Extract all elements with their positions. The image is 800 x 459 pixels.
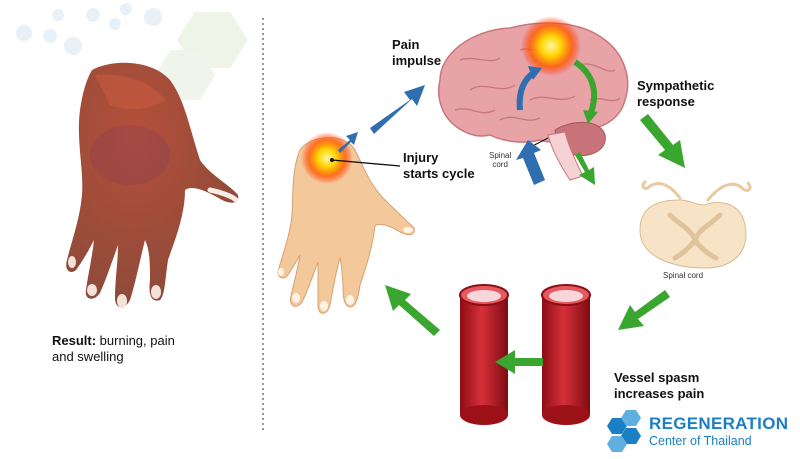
sympathetic-response-label: Sympathetic response [637,78,714,109]
vessel-spasm-label: Vessel spasm increases pain [614,370,704,401]
brain [437,22,629,181]
injury-line2: starts cycle [403,165,475,181]
logo: REGENERATION Center of Thailand [605,412,795,452]
injury-glow [301,132,353,184]
blood-vessels [459,284,591,425]
result-bold-text: Result: [52,333,97,348]
spinal-cord-label: Spinal cord [663,271,704,280]
vessel-line1: Vessel spasm [614,370,700,385]
logo-mark [607,410,641,452]
result-caption: Result: burning, pain and swelling [52,333,175,364]
injury-label: Injury starts cycle [403,150,475,181]
sym-line2: response [637,93,695,109]
result-text-line1: burning, pain [96,333,175,348]
swollen-hand [66,62,239,308]
pain-impulse-label: Pain impulse [392,37,441,68]
injured-hand [277,137,415,314]
logo-line1: REGENERATION [649,414,789,433]
vessel-line2: increases pain [614,385,705,401]
pain-line1: Pain [392,37,420,52]
spinal-small-line1: Spinal [489,151,512,160]
injury-line1: Injury [403,150,439,165]
pain-line2: impulse [392,52,442,68]
sym-line1: Sympathetic [637,78,715,93]
injury-leader-line [331,159,401,167]
spinal-cord-small-label: Spinal cord [489,151,512,170]
result-text-line2: and swelling [52,348,124,364]
spinal-small-line2: cord [492,159,508,169]
blue-arrows [338,66,545,185]
spinal-cord-section [639,180,752,269]
logo-line2: Center of Thailand [649,434,752,448]
brain-glow [521,16,581,76]
green-arrows [385,59,685,374]
